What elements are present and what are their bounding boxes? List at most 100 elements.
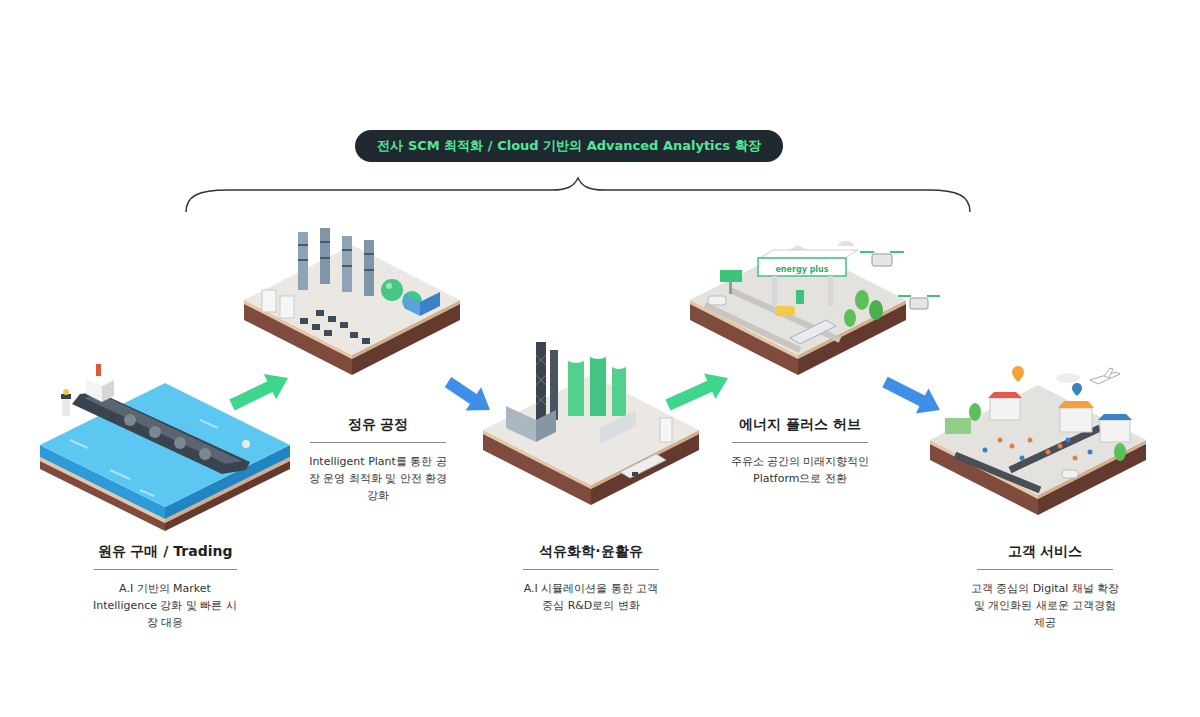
stage-block: 석유화학·윤활유 A.I 시뮬레이션을 통한 고객 중심 R&D로의 변화 xyxy=(490,335,668,625)
customer-tile-part xyxy=(1114,443,1126,461)
brace xyxy=(186,178,970,212)
stage-description: 고객 중심의 Digital 채널 확장 및 개인화된 새로운 고객경험 제공 xyxy=(970,580,1120,631)
stage-block: 원유 구매 / TradingA.I 기반의 Market Intelligen… xyxy=(40,375,232,641)
refinery-tile-part xyxy=(300,318,308,324)
refinery-tile-part xyxy=(340,322,348,328)
customer-tile-part xyxy=(1090,372,1120,384)
customer-tile-part xyxy=(1104,368,1113,378)
station-tile-part xyxy=(855,290,869,310)
customer-tile-part xyxy=(1073,456,1078,461)
station-tile-part xyxy=(844,309,856,327)
flow-arrow-shape xyxy=(666,373,729,410)
station-tile-part xyxy=(790,320,836,344)
refinery-tile-part xyxy=(364,240,374,296)
flow-arrow-shape xyxy=(882,377,940,414)
station-tile-part xyxy=(860,251,904,253)
stage-description: A.I 기반의 Market Intelligence 강화 및 빠른 시장 대… xyxy=(90,580,240,631)
petrochemical-tile-part xyxy=(612,363,626,369)
refinery-tile-part xyxy=(381,279,403,301)
customer-tile-part xyxy=(1012,366,1024,382)
customer-tile-part xyxy=(1072,383,1082,396)
refinery-tile-part xyxy=(342,236,352,292)
customer-tile-part xyxy=(1100,420,1130,442)
stage-block: 정유 공정 Intelligent Plant를 통한 공장 운영 최적화 및 안… xyxy=(288,225,448,514)
ship-tile-part xyxy=(84,394,242,464)
refinery-tile-part xyxy=(316,310,324,316)
banner-pill: 전사 SCM 최적화 / Cloud 기반의 Advanced Analytic… xyxy=(355,130,783,162)
station-tile-part xyxy=(838,241,854,246)
station-tile xyxy=(690,241,940,375)
refinery-tile-part xyxy=(420,292,440,316)
refinery-tile-part xyxy=(320,228,330,284)
flow-arrow xyxy=(445,377,490,411)
customer-tile-part xyxy=(930,385,1146,495)
refinery-tile-part xyxy=(262,290,276,312)
station-tile-part xyxy=(828,276,833,306)
station-tile-part xyxy=(772,276,777,306)
petrochemical-tile-part xyxy=(568,357,584,363)
station-tile-part xyxy=(758,258,846,276)
stage-heading: 정유 공정 xyxy=(310,416,446,443)
station-tile-part xyxy=(729,282,732,294)
stage-heading: 에너지 플러스 허브 xyxy=(732,416,868,443)
customer-tile xyxy=(930,366,1146,515)
station-tile-part xyxy=(898,295,940,297)
petrochemical-tile-part xyxy=(620,454,666,478)
petrochemical-tile-part xyxy=(506,406,536,442)
refinery-tile-part xyxy=(324,330,332,336)
stage-description: A.I 시뮬레이션을 통한 고객 중심 R&D로의 변화 xyxy=(521,580,661,614)
refinery-tile-part xyxy=(280,296,294,318)
station-tile-part xyxy=(690,245,906,355)
petrochemical-tile xyxy=(483,342,699,505)
station-tile-part xyxy=(910,298,928,309)
ship-tile-part xyxy=(63,389,69,395)
refinery-tile-part xyxy=(350,332,358,338)
station-tile-part xyxy=(760,250,858,258)
petrochemical-tile-part xyxy=(590,353,606,359)
petrochemical-tile-part xyxy=(632,472,638,476)
customer-tile-part xyxy=(1056,373,1080,383)
station-tile-part xyxy=(796,290,804,304)
refinery-tile-part xyxy=(328,316,336,322)
brace-part xyxy=(186,178,970,212)
petrochemical-tile-part xyxy=(568,360,584,416)
customer-tile-part xyxy=(969,403,981,421)
flow-arrow xyxy=(882,377,940,414)
ship-tile-part xyxy=(62,398,70,416)
station-tile-part xyxy=(869,300,883,320)
refinery-tile-part xyxy=(404,294,420,316)
customer-tile-part xyxy=(1010,444,1015,449)
customer-tile-part xyxy=(983,438,1093,461)
customer-tile-part xyxy=(983,448,988,453)
ship-tile-part xyxy=(149,426,161,438)
petrochemical-tile-part xyxy=(536,342,546,422)
petrochemical-tile-part xyxy=(550,350,558,420)
customer-tile-part xyxy=(988,392,1022,398)
ship-tile xyxy=(40,364,290,531)
flow-arrow xyxy=(229,374,288,410)
flow-arrow-shape xyxy=(229,374,288,410)
customer-tile-part xyxy=(1062,470,1078,478)
customer-tile-part xyxy=(1020,456,1025,461)
refinery-tile-part xyxy=(312,324,320,330)
flow-arrow-shape xyxy=(445,377,490,411)
flow-arrow xyxy=(666,373,729,410)
ship-tile-part xyxy=(96,364,101,376)
station-tile-part xyxy=(708,296,726,305)
ship-tile-part xyxy=(242,440,250,448)
petrochemical-tile-part xyxy=(660,418,672,442)
customer-tile-part xyxy=(998,438,1003,443)
refinery-tile-part xyxy=(300,310,370,344)
customer-tile-part xyxy=(1058,401,1094,408)
customer-tile-part xyxy=(1066,438,1071,443)
refinery-tile xyxy=(244,228,460,375)
stage-heading: 석유화학·윤활유 xyxy=(523,543,659,570)
customer-tile-part xyxy=(1058,444,1063,449)
station-tile-part xyxy=(720,270,742,282)
station-tile-part xyxy=(775,306,795,316)
customer-tile-part xyxy=(1046,450,1051,455)
stage-description: Intelligent Plant를 통한 공장 운영 최적화 및 안전 환경 … xyxy=(308,453,448,504)
petrochemical-tile-part xyxy=(600,410,636,444)
customer-tile-part xyxy=(1088,450,1093,455)
ship-tile-part xyxy=(72,392,250,474)
